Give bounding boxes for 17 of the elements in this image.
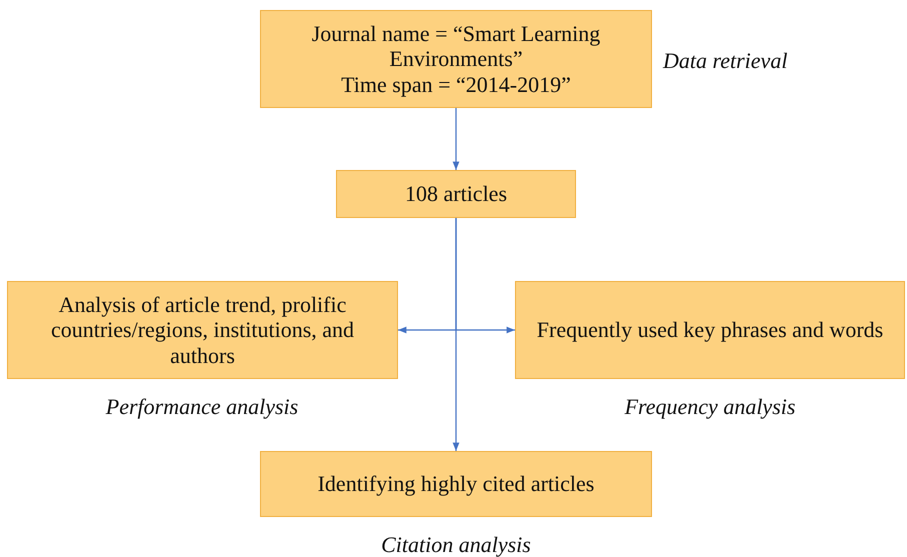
stage-label: Performance analysis — [106, 394, 298, 420]
process-box — [260, 10, 652, 108]
box-text: Identifying highly cited articles — [318, 471, 594, 497]
box-text: 108 articles — [404, 181, 508, 207]
box-text: Analysis of article trend, prolific countries/regions, institutions, and authors — [50, 292, 356, 368]
arrow — [452, 218, 460, 451]
box-text: Journal name = “Smart Learning Environments” — [310, 21, 602, 72]
stage-label: Frequency analysis — [624, 394, 796, 420]
arrow — [452, 108, 460, 170]
stage-label: Citation analysis — [381, 532, 531, 557]
process-box — [7, 281, 398, 379]
stage-label: Data retrieval — [663, 48, 788, 74]
box-text: Frequently used key phrases and words — [536, 317, 884, 343]
box-text: Time span = “2014-2019” — [341, 72, 571, 97]
process-box — [336, 170, 576, 218]
process-box — [515, 281, 905, 379]
process-box — [260, 451, 652, 517]
